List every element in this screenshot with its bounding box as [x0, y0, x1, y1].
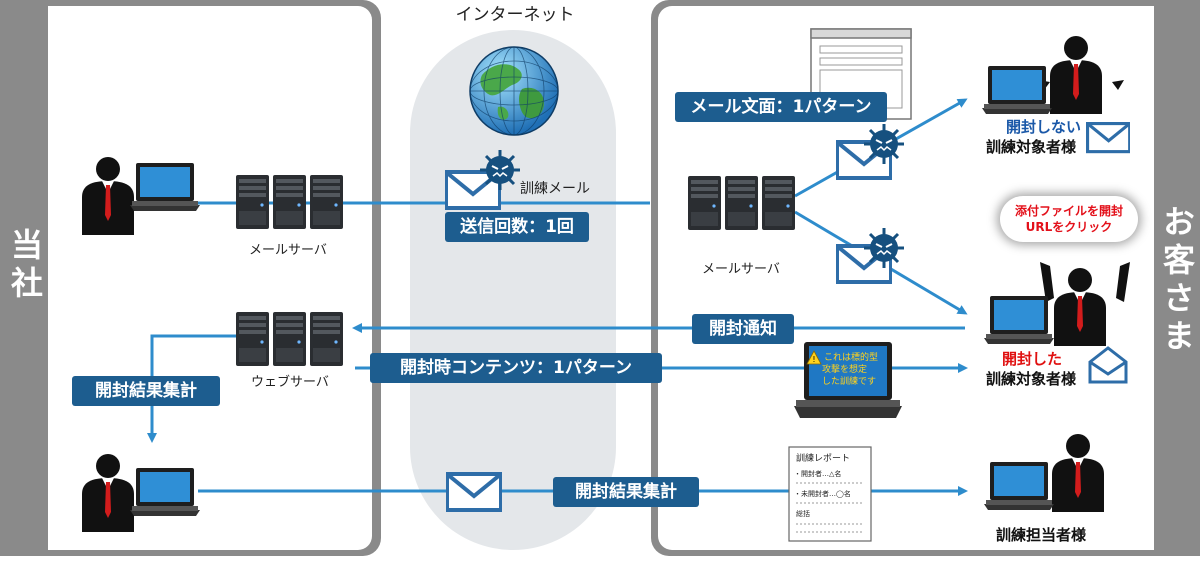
manager-laptop-icon	[984, 462, 1054, 510]
open-content-laptop-icon: ! これは標的型 攻撃を想定 した訓練です	[794, 342, 902, 418]
web-server-label: ウェブサーバ	[251, 375, 329, 390]
report-envelope-icon	[446, 472, 502, 512]
mail-server-left-icon	[236, 175, 343, 229]
screen-line1: これは標的型	[824, 351, 878, 363]
unopened-envelope-icon	[1086, 122, 1130, 154]
manager-label: 訓練担当者様	[996, 526, 1087, 544]
screen-line2: 攻撃を想定	[822, 363, 867, 375]
opened-envelope-icon	[1088, 346, 1128, 384]
unopened-status: 開封しない	[1006, 118, 1082, 136]
screen-line3: した訓練です	[822, 375, 876, 387]
mail-server-right-label: メールサーバ	[702, 262, 780, 277]
report-title: 訓練レポート	[796, 452, 850, 464]
open-content-pill: 開封時コンテンツ：1パターン	[370, 353, 662, 383]
badge-line1: 添付ファイルを開封	[1014, 204, 1123, 218]
internet-title: インターネット	[455, 5, 575, 25]
sender-laptop-icon	[130, 163, 200, 211]
company-label: 当社	[6, 228, 44, 304]
aggregate-left-pill: 開封結果集計	[72, 376, 220, 406]
opened-who: 訓練対象者様	[986, 370, 1077, 388]
opened-target-person	[1040, 262, 1130, 346]
training-mail-label: 訓練メール	[520, 181, 590, 197]
report-row1: ・開封者…△名	[794, 469, 841, 478]
svg-text:!: !	[812, 355, 815, 364]
training-mail-virus-icon	[478, 148, 522, 192]
report-row2: ・未開封者…◯名	[794, 489, 851, 498]
report-row3: 総括	[796, 509, 810, 518]
badge-line2: URLをクリック	[1025, 220, 1113, 234]
opened-target-laptop-icon	[984, 296, 1054, 344]
aggregator-laptop-icon	[130, 468, 200, 516]
aggregate-bottom-pill: 開封結果集計	[553, 477, 699, 507]
globe-icon	[469, 46, 559, 136]
open-notice-pill: 開封通知	[692, 314, 794, 344]
mail-server-right-icon	[688, 176, 795, 230]
mail-server-left-label: メールサーバ	[249, 243, 327, 258]
training-report-doc: 訓練レポート ・開封者…△名 ・未開封者…◯名 総括	[788, 446, 872, 542]
web-server-icon	[236, 312, 343, 366]
attachment-click-badge: 添付ファイルを開封 URLをクリック	[1000, 196, 1138, 242]
unopened-target-laptop-icon	[982, 66, 1052, 114]
mail-pattern-pill: メール文面：1パターン	[675, 92, 887, 122]
branch-virus-top-icon	[862, 122, 906, 166]
send-count-pill: 送信回数：1回	[445, 212, 589, 242]
opened-status: 開封した	[1002, 350, 1063, 368]
unopened-who: 訓練対象者様	[986, 138, 1077, 156]
branch-virus-bottom-icon	[862, 226, 906, 270]
customer-label: お客さま	[1158, 205, 1196, 357]
